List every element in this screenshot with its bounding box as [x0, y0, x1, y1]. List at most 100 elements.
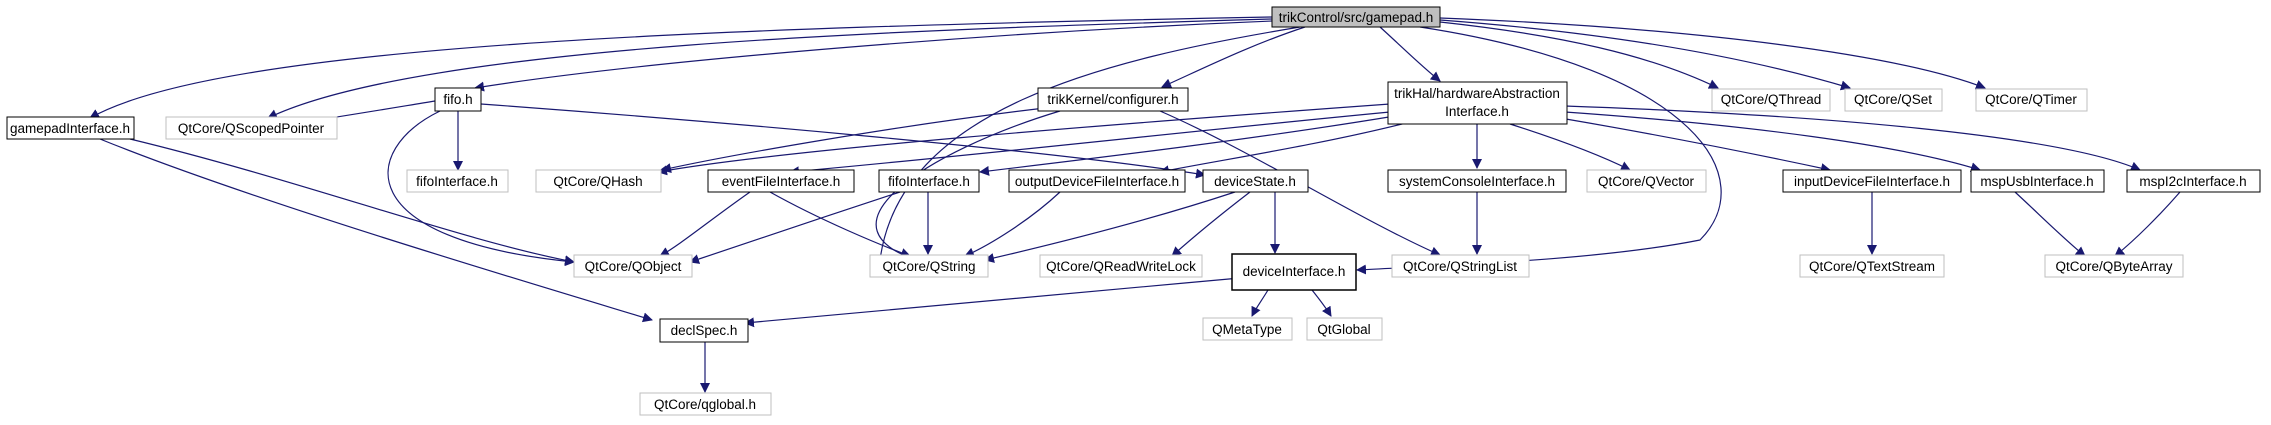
edge-fifo-to-deviceState: [480, 103, 1206, 179]
edge-hal-to-outputDeviceFileInterface: [1159, 121, 1411, 176]
node-deviceState-h[interactable]: deviceState.h: [1202, 169, 1309, 193]
node-label: mspUsbInterface.h: [1980, 174, 2093, 189]
edge-gamepadInterface-to-qobject: [129, 138, 575, 266]
edge-deviceInterface-to-qtglobal: [1311, 289, 1332, 317]
node-label: declSpec.h: [671, 323, 738, 338]
node-qreadwritelock[interactable]: QtCore/QReadWriteLock: [1039, 254, 1203, 278]
edge-fifoInterface-to-qobject: [689, 191, 901, 264]
edge-hal-to-mspI2cInterface: [1564, 105, 2141, 171]
node-label: QtCore/QVector: [1598, 174, 1695, 189]
node-fifoInterface-external[interactable]: fifoInterface.h: [406, 169, 509, 193]
edge-gamepad-to-hal: [1379, 26, 1441, 82]
edge-configurer-to-qhash: [661, 107, 1046, 173]
node-label: QtCore/QByteArray: [2055, 259, 2172, 274]
edge-mspUsb-to-qbytearray: [2014, 191, 2086, 257]
node-label: QtCore/QStringList: [1403, 259, 1517, 274]
node-label: QtCore/qglobal.h: [654, 397, 756, 412]
node-label-line2: Interface.h: [1445, 104, 1509, 119]
node-label: fifoInterface.h: [416, 174, 498, 189]
edge-gamepad-to-qstring: [879, 26, 1301, 270]
node-label: trikKernel/configurer.h: [1047, 92, 1178, 107]
node-qglobal-h[interactable]: QtCore/qglobal.h: [639, 392, 772, 416]
node-label: deviceState.h: [1214, 174, 1296, 189]
node-label: deviceInterface.h: [1243, 264, 1346, 279]
node-label: QtCore/QSet: [1854, 92, 1932, 107]
edge-deviceState-to-qreadwritelock: [1171, 191, 1251, 257]
node-deviceInterface-h[interactable]: deviceInterface.h: [1231, 253, 1357, 291]
edge-hal-to-eventFileInterface: [789, 111, 1391, 177]
node-qset[interactable]: QtCore/QSet: [1844, 88, 1943, 112]
node-gamepadInterface-h[interactable]: gamepadInterface.h: [6, 116, 135, 140]
node-qtimer[interactable]: QtCore/QTimer: [1975, 88, 2088, 112]
edge-eventFile-to-qstring: [769, 191, 911, 258]
node-qtextstream[interactable]: QtCore/QTextStream: [1799, 254, 1945, 278]
edge-deviceState-to-qstring: [984, 191, 1236, 263]
node-label: inputDeviceFileInterface.h: [1794, 174, 1950, 189]
node-label: QtCore/QHash: [553, 174, 642, 189]
node-label-line1: trikHal/hardwareAbstraction: [1394, 86, 1560, 101]
edge-hal-to-qvector: [1509, 123, 1631, 171]
node-label: QtCore/QReadWriteLock: [1046, 259, 1196, 274]
edge-hal-to-fifoInterface: [979, 115, 1396, 176]
graph-nodes: trikControl/src/gamepad.h fifo.h trikKer…: [6, 6, 2261, 416]
node-label: systemConsoleInterface.h: [1399, 174, 1555, 189]
node-qstring[interactable]: QtCore/QString: [869, 254, 989, 278]
node-label: outputDeviceFileInterface.h: [1015, 174, 1179, 189]
node-qobject[interactable]: QtCore/QObject: [573, 254, 693, 278]
node-qvector[interactable]: QtCore/QVector: [1586, 169, 1707, 193]
edge-hal-to-qhash: [657, 103, 1391, 176]
node-label: QMetaType: [1212, 322, 1282, 337]
edge-gamepad-to-qset: [1439, 19, 1851, 91]
edge-gamepad-to-fifo: [474, 20, 1273, 92]
edge-gamepadInterface-to-declSpec: [99, 138, 653, 323]
node-qmetatype[interactable]: QMetaType: [1202, 317, 1293, 341]
edge-outputDevice-to-qstring: [964, 191, 1061, 257]
node-inputDeviceFileInterface-h[interactable]: inputDeviceFileInterface.h: [1782, 169, 1962, 193]
node-label: gamepadInterface.h: [10, 121, 130, 136]
node-fifoInterface-h[interactable]: fifoInterface.h: [878, 169, 980, 193]
node-label: QtCore/QScopedPointer: [178, 121, 325, 136]
edge-deviceInterface-to-declSpec: [744, 277, 1241, 328]
edge-gamepad-to-deviceInterface: [1356, 26, 1722, 275]
node-fifo-h[interactable]: fifo.h: [434, 87, 482, 112]
node-qbytearray[interactable]: QtCore/QByteArray: [2044, 254, 2184, 278]
edge-mspI2c-to-qbytearray: [2114, 191, 2181, 257]
node-label: trikControl/src/gamepad.h: [1279, 10, 1434, 25]
node-label: QtCore/QThread: [1721, 92, 1822, 107]
node-label: QtCore/QString: [882, 259, 975, 274]
node-outputDeviceFileInterface-h[interactable]: outputDeviceFileInterface.h: [1008, 169, 1186, 193]
node-label: QtCore/QObject: [585, 259, 682, 274]
node-label: mspI2cInterface.h: [2139, 174, 2246, 189]
edge-gamepad-to-configurer: [1161, 26, 1306, 88]
edge-hal-to-mspUsbInterface: [1564, 111, 1981, 173]
edge-gamepad-to-qscopedpointer: [267, 18, 1273, 119]
node-label: QtGlobal: [1317, 322, 1370, 337]
node-label: fifo.h: [443, 92, 472, 107]
edge-eventFile-to-qobject: [659, 191, 751, 257]
node-qhash[interactable]: QtCore/QHash: [535, 169, 662, 193]
edge-gamepad-to-gamepadInterface: [89, 16, 1273, 119]
node-eventFileInterface-h[interactable]: eventFileInterface.h: [707, 169, 855, 193]
node-configurer-h[interactable]: trikKernel/configurer.h: [1037, 87, 1189, 112]
node-label: fifoInterface.h: [888, 174, 970, 189]
dependency-edges: [89, 16, 2181, 393]
node-mspUsbInterface-h[interactable]: mspUsbInterface.h: [1970, 169, 2105, 193]
edge-deviceInterface-to-qmetatype: [1251, 289, 1269, 317]
node-label: QtCore/QTimer: [1985, 92, 2077, 107]
edge-gamepad-to-qtimer: [1439, 17, 1986, 90]
node-qtglobal[interactable]: QtGlobal: [1306, 317, 1383, 341]
node-hardwareAbstractionInterface-h[interactable]: trikHal/hardwareAbstraction Interface.h: [1387, 81, 1568, 125]
edge-hal-to-inputDeviceFileInterface: [1559, 117, 1831, 174]
node-label: QtCore/QTextStream: [1809, 259, 1935, 274]
node-mspI2cInterface-h[interactable]: mspI2cInterface.h: [2126, 169, 2261, 193]
node-qscopedpointer[interactable]: QtCore/QScopedPointer: [165, 116, 338, 140]
edge-fifo-to-qobject: [387, 110, 575, 267]
node-label: eventFileInterface.h: [722, 174, 841, 189]
node-qstringlist[interactable]: QtCore/QStringList: [1391, 254, 1530, 278]
node-gamepad-h[interactable]: trikControl/src/gamepad.h: [1271, 6, 1441, 28]
node-qthread[interactable]: QtCore/QThread: [1711, 88, 1831, 112]
node-systemConsoleInterface-h[interactable]: systemConsoleInterface.h: [1387, 169, 1567, 193]
node-declSpec-h[interactable]: declSpec.h: [659, 318, 749, 343]
edge-gamepad-to-qthread: [1439, 21, 1719, 89]
